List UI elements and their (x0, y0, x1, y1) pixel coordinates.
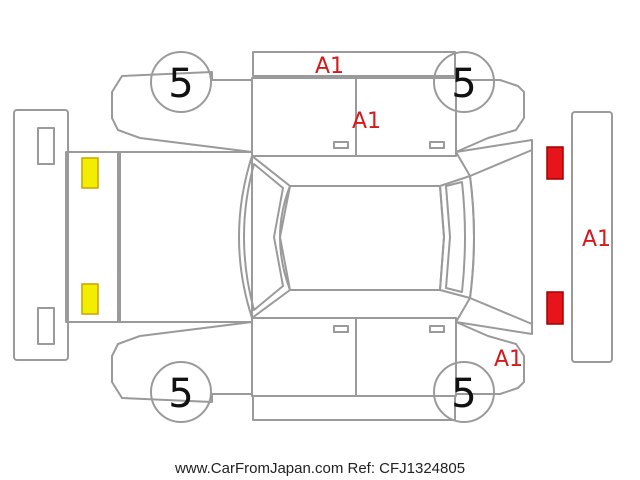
tire-grade-front-left: 5 (451, 61, 476, 107)
windshield-inner (445, 181, 466, 293)
roof-panel (279, 185, 445, 291)
front-right-door-handle (429, 325, 445, 333)
front-left-door (355, 77, 457, 157)
rear-lamp-top (81, 157, 99, 189)
hood-seam (469, 149, 533, 177)
damage-mark-front-bumper: A1 (582, 227, 611, 252)
damage-mark-top-panel: A1 (315, 54, 344, 79)
rear-window-inner (243, 163, 284, 311)
rear-bumper (13, 109, 69, 361)
rear-left-door (251, 77, 357, 157)
rear-window (238, 155, 291, 319)
tire-grade-front-right: 5 (451, 371, 476, 417)
tire-grade-rear-left: 5 (168, 61, 193, 107)
front-lamp-bottom (546, 291, 564, 325)
damage-mark-front-right-fender: A1 (494, 347, 523, 372)
front-left-door-handle (429, 141, 445, 149)
tire-grade-rear-right: 5 (168, 371, 193, 417)
front-right-door (355, 317, 457, 397)
lower-right-body (455, 321, 525, 395)
upper-right-body (455, 79, 525, 153)
trunk-panel (117, 151, 253, 323)
rear-left-wheel (150, 51, 212, 113)
rear-right-wheel (150, 361, 212, 423)
front-right-wheel (433, 361, 495, 423)
hood-seam-lower (469, 297, 533, 325)
top-side-panel (252, 51, 456, 77)
front-left-wheel (433, 51, 495, 113)
front-bumper (571, 111, 613, 363)
rear-lamp-bottom (81, 283, 99, 315)
windshield (439, 175, 475, 299)
bottom-side-panel (252, 395, 456, 421)
footer-caption: www.CarFromJapan.com Ref: CFJ1324805 (174, 460, 465, 477)
damage-mark-rear-left-door: A1 (352, 109, 381, 134)
rear-left-door-handle (333, 141, 349, 149)
rear-right-door-handle (333, 325, 349, 333)
rear-right-door (251, 317, 357, 397)
hood-panel (455, 139, 533, 335)
front-lamp-top (546, 146, 564, 180)
